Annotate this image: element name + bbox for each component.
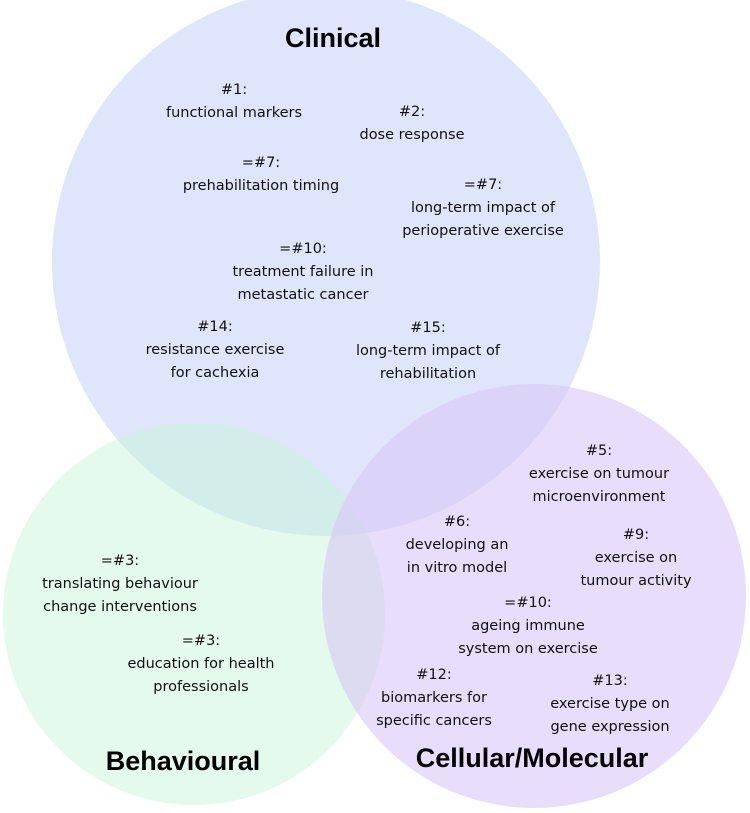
priority-label-line: exercise on (595, 550, 678, 566)
priority-label-line: exercise type on (550, 696, 670, 712)
priority-label-line: rehabilitation (380, 366, 476, 382)
priority-rank: #6: (444, 514, 470, 530)
behavioural-title: Behavioural (106, 746, 261, 776)
research-priorities: #1: functional markers #2: dose response =#7… (42, 82, 692, 735)
cellular-circle (322, 384, 746, 808)
priority-label-line: treatment failure in (233, 264, 374, 280)
priority-label-line: professionals (153, 679, 248, 695)
priority-label-line: metastatic cancer (238, 287, 369, 303)
priority-rank: =#3: (101, 553, 139, 569)
priority-rank: =#7: (464, 177, 502, 193)
priority-label-line: developing an (406, 537, 509, 553)
priority-label-line: for cachexia (171, 365, 260, 381)
priority-label-line: long-term impact of (356, 343, 501, 359)
priority-item-12: #12: biomarkers for specific cancers (376, 667, 492, 729)
priority-label-line: microenvironment (533, 489, 666, 505)
priority-label-line: gene expression (550, 719, 669, 735)
priority-rank: #14: (197, 319, 233, 335)
behavioural-circle (3, 423, 385, 805)
priority-label-line: long-term impact of (411, 200, 556, 216)
priority-item-15: =#3: education for health professionals (127, 633, 274, 695)
priority-item-6: #14: resistance exercise for cachexia (146, 319, 285, 381)
priority-item-14: =#3: translating behaviour change interven… (42, 553, 198, 615)
priority-rank: #9: (623, 527, 649, 543)
cellular-title: Cellular/Molecular (416, 743, 649, 773)
priority-label-line: functional markers (166, 105, 302, 121)
priority-label-line: specific cancers (376, 713, 492, 729)
priority-item-2: #2: dose response (359, 104, 464, 143)
priority-label-line: translating behaviour (42, 576, 198, 592)
priority-item-1: #1: functional markers (166, 82, 302, 121)
priority-label-line: education for health (127, 656, 274, 672)
priority-label-line: system on exercise (458, 641, 598, 657)
priority-label-line: dose response (359, 127, 464, 143)
priority-rank: #1: (221, 82, 247, 98)
priority-rank: =#10: (504, 595, 552, 611)
priority-rank: =#3: (182, 633, 220, 649)
priority-item-3: =#7: prehabilitation timing (183, 155, 339, 194)
circles-layer (3, 0, 746, 808)
priority-item-13: #13: exercise type on gene expression (550, 673, 670, 735)
priority-label-line: in vitro model (407, 560, 507, 576)
priority-item-4: =#7: long-term impact of perioperative exe… (402, 177, 564, 239)
priority-rank: #13: (592, 673, 628, 689)
priority-label-line: resistance exercise (146, 342, 285, 358)
priority-rank: #12: (416, 667, 452, 683)
priority-label-line: exercise on tumour (529, 466, 669, 482)
priority-item-5: =#10: treatment failure in metastatic canc… (233, 241, 374, 303)
priority-label-line: perioperative exercise (402, 223, 564, 239)
priority-rank: #15: (410, 320, 446, 336)
priority-label-line: change interventions (43, 599, 197, 615)
priority-rank: #5: (586, 443, 612, 459)
priority-rank: =#7: (242, 155, 280, 171)
priority-item-9: #6: developing an in vitro model (406, 514, 509, 576)
priority-item-8: #5: exercise on tumour microenvironment (529, 443, 669, 505)
clinical-title: Clinical (285, 23, 381, 53)
priority-rank: =#10: (279, 241, 327, 257)
priority-item-10: #9: exercise on tumour activity (580, 527, 691, 589)
priority-item-7: #15: long-term impact of rehabilitation (356, 320, 501, 382)
priority-label-line: ageing immune (471, 618, 585, 634)
priority-label-line: biomarkers for (381, 690, 487, 706)
priority-label-line: prehabilitation timing (183, 178, 339, 194)
priority-item-11: =#10: ageing immune system on exercise (458, 595, 598, 657)
priority-rank: #2: (399, 104, 425, 120)
set-titles: Clinical Behavioural Cellular/Molecular (106, 23, 649, 776)
priority-label-line: tumour activity (580, 573, 691, 589)
